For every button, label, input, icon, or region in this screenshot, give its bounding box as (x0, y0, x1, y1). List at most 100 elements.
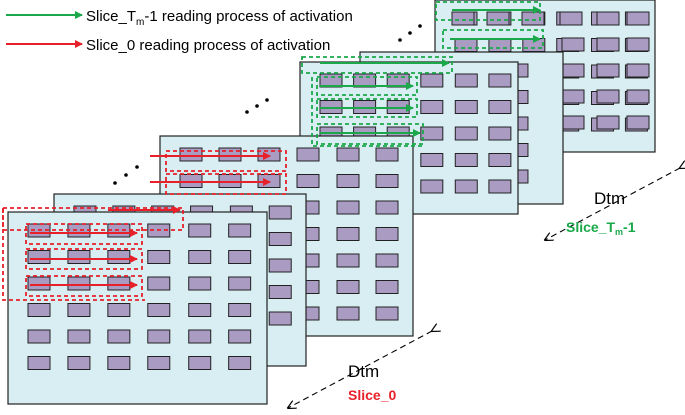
activation-cell (107, 329, 131, 344)
activation-cell (296, 174, 320, 188)
activation-cell (420, 179, 444, 194)
slice0-read-region-outline (2, 208, 145, 301)
activation-cell (626, 89, 650, 104)
back-dimension-label: Dtm (594, 189, 625, 208)
activation-cell (27, 303, 51, 317)
slice0-read-region (25, 223, 143, 245)
activation-cell (596, 89, 620, 104)
activation-cell (67, 250, 91, 264)
front-dimension: Dtm Slice_0 (288, 331, 432, 408)
activation-cell (561, 37, 585, 52)
activation-cell (179, 147, 203, 162)
activation-cell (488, 100, 512, 114)
activation-cell (268, 205, 292, 220)
activation-cell (561, 63, 585, 78)
activation-cell (268, 285, 292, 299)
activation-cell (228, 303, 252, 317)
activation-cell (488, 179, 512, 194)
activation-cell (596, 11, 620, 26)
activation-cell (147, 276, 171, 291)
activation-cell (336, 280, 360, 294)
slicetm-read-region (316, 123, 424, 145)
activation-cell (188, 223, 212, 238)
activation-cell (454, 179, 478, 194)
activation-cell (228, 276, 252, 291)
activation-cell (67, 276, 91, 291)
back-slice-label: Slice_Tm-1 (566, 219, 636, 237)
activation-cell (454, 100, 478, 114)
front-slice-label: Slice_0 (348, 387, 396, 403)
activation-cell (626, 115, 650, 130)
front-dimension-arrow (288, 331, 432, 408)
activation-cell (336, 200, 360, 215)
slice0-read-region (165, 173, 287, 195)
activation-cell (375, 200, 399, 215)
slicetm-read-region (316, 98, 418, 118)
activation-cell (420, 153, 444, 167)
activation-cell (375, 227, 399, 241)
activation-cell (27, 329, 51, 344)
activation-cell (27, 276, 51, 291)
activation-cell (375, 174, 399, 188)
activation-cell (488, 126, 512, 141)
activation-cell (147, 356, 171, 370)
activation-cell (188, 276, 212, 291)
legend-green-label: Slice_Tm-1 reading process of activation (86, 8, 353, 28)
legend-red-label: Slice_0 reading process of activation (86, 37, 330, 54)
activation-cell (336, 174, 360, 188)
activation-cell (626, 11, 650, 26)
activation-cell (228, 356, 252, 370)
activation-cell (488, 153, 512, 167)
activation-cell (107, 276, 131, 291)
activation-cell (375, 147, 399, 162)
activation-cell (27, 356, 51, 370)
activation-cell (107, 356, 131, 370)
activation-cell (228, 329, 252, 344)
activation-cell (626, 37, 650, 52)
back-dimension: Dtm Slice_Tm-1 (545, 168, 680, 240)
legend-green-entry: Slice_Tm-1 reading process of activation (6, 8, 353, 28)
activation-cell (420, 126, 444, 141)
activation-cell (375, 280, 399, 294)
activation-cell (67, 223, 91, 238)
activation-cell (454, 73, 478, 88)
activation-cell (561, 89, 585, 104)
activation-cell (67, 356, 91, 370)
front-dimension-label: Dtm (348, 362, 379, 381)
activation-cell (486, 11, 510, 26)
activation-cell (228, 250, 252, 264)
activation-cell (218, 147, 242, 162)
slicetm-read-region-outline (311, 77, 423, 147)
activation-cell (188, 329, 212, 344)
slice0-read-region (25, 248, 143, 270)
activation-cell (147, 329, 171, 344)
activation-cell (596, 63, 620, 78)
activation-cell (268, 232, 292, 246)
activation-cell (596, 115, 620, 130)
activation-cell (626, 63, 650, 78)
activation-cell (596, 37, 620, 52)
activation-cell (454, 126, 478, 141)
activation-plane-6 (7, 211, 268, 405)
activation-cell (451, 11, 475, 26)
slicetm-read-region (301, 56, 453, 74)
activation-cell (336, 253, 360, 268)
activation-cell (147, 250, 171, 264)
activation-cell (257, 147, 281, 162)
activation-cell (188, 250, 212, 264)
activation-cell (375, 253, 399, 268)
activation-cell (559, 11, 583, 26)
activation-cell (454, 38, 478, 52)
activation-cell (336, 147, 360, 162)
activation-cell (67, 329, 91, 344)
activation-cell (268, 311, 292, 326)
activation-cell (488, 38, 512, 52)
activation-cell (296, 147, 320, 162)
activation-cell (336, 227, 360, 241)
activation-cell (228, 223, 252, 238)
activation-cell (488, 73, 512, 88)
back-dimension-arrow (545, 168, 680, 240)
activation-cell (561, 115, 585, 130)
activation-cell (67, 303, 91, 317)
